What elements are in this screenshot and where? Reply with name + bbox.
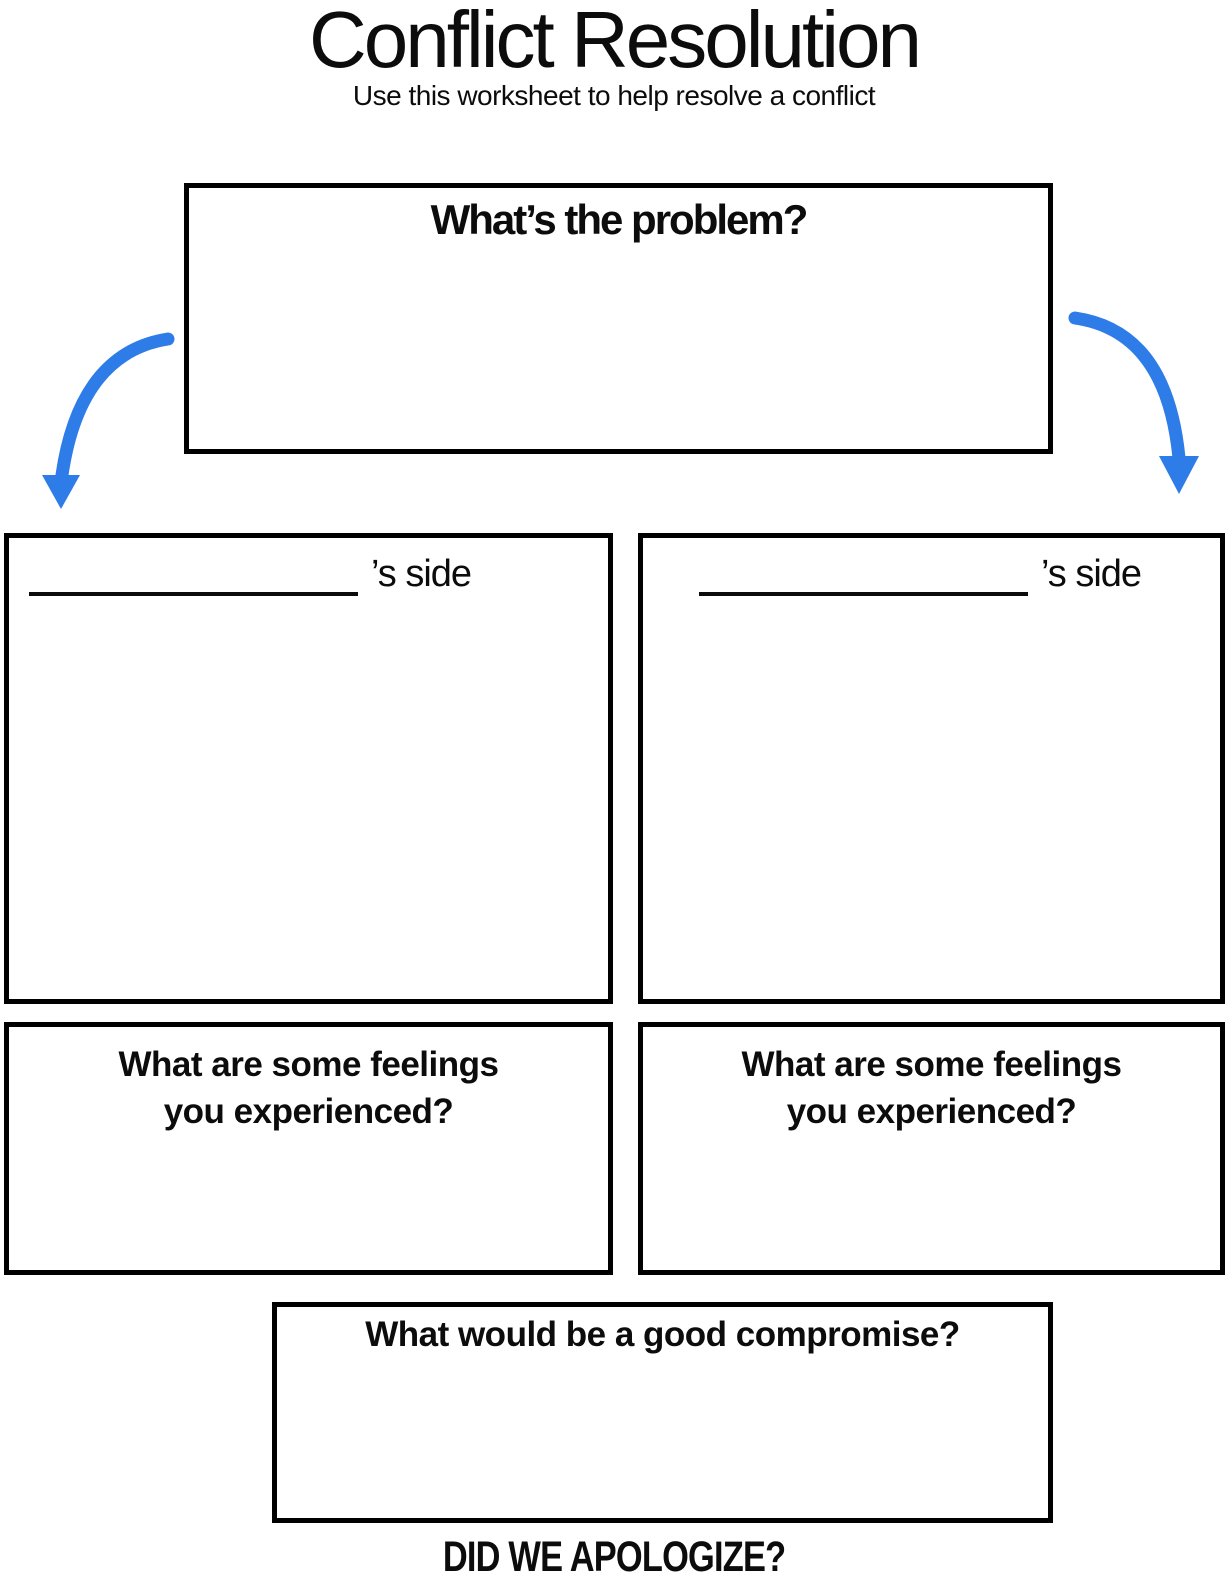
left-feelings-label: What are some feelings you experienced? — [118, 1045, 499, 1132]
right-feelings-label: What are some feelings you experienced? — [741, 1045, 1122, 1132]
left-feelings-box: What are some feelings you experienced? — [4, 1022, 613, 1275]
apologize-question-text: DID WE APOLOGIZE? — [442, 1533, 786, 1577]
compromise-box: What would be a good compromise? — [272, 1302, 1053, 1523]
left-side-header: ’s side — [9, 553, 608, 596]
curved-arrow-down-right-icon — [1068, 311, 1199, 494]
problem-box-label: What’s the problem? — [430, 196, 809, 243]
right-side-writing-area[interactable] — [643, 634, 1220, 999]
left-side-writing-area[interactable] — [9, 634, 608, 999]
arrow-head — [42, 475, 80, 509]
right-side-label: ’s side — [1041, 553, 1142, 595]
right-side-header: ’s side — [643, 553, 1220, 596]
compromise-box-label: What would be a good compromise? — [365, 1315, 960, 1354]
right-name-blank-line[interactable] — [699, 560, 1028, 596]
problem-box: What’s the problem? — [184, 183, 1053, 454]
arrow-shaft — [1068, 311, 1186, 465]
right-feelings-box: What are some feelings you experienced? — [638, 1022, 1225, 1275]
compromise-writing-area[interactable] — [277, 1365, 1048, 1518]
right-feelings-writing-area[interactable] — [643, 1137, 1220, 1270]
page-title: Conflict Resolution — [309, 0, 922, 84]
apologize-question: DID WE APOLOGIZE? — [0, 1536, 1228, 1577]
right-side-box: ’s side — [638, 533, 1225, 1004]
left-name-blank-line[interactable] — [29, 560, 358, 596]
left-feelings-writing-area[interactable] — [9, 1137, 608, 1270]
curved-arrow-down-left-icon — [42, 332, 175, 509]
arrow-head — [1159, 456, 1199, 494]
problem-writing-area[interactable] — [189, 250, 1048, 449]
left-side-label: ’s side — [371, 553, 472, 595]
left-side-box: ’s side — [4, 533, 613, 1004]
page-subtitle: Use this worksheet to help resolve a con… — [352, 80, 876, 111]
arrow-shaft — [55, 332, 175, 482]
